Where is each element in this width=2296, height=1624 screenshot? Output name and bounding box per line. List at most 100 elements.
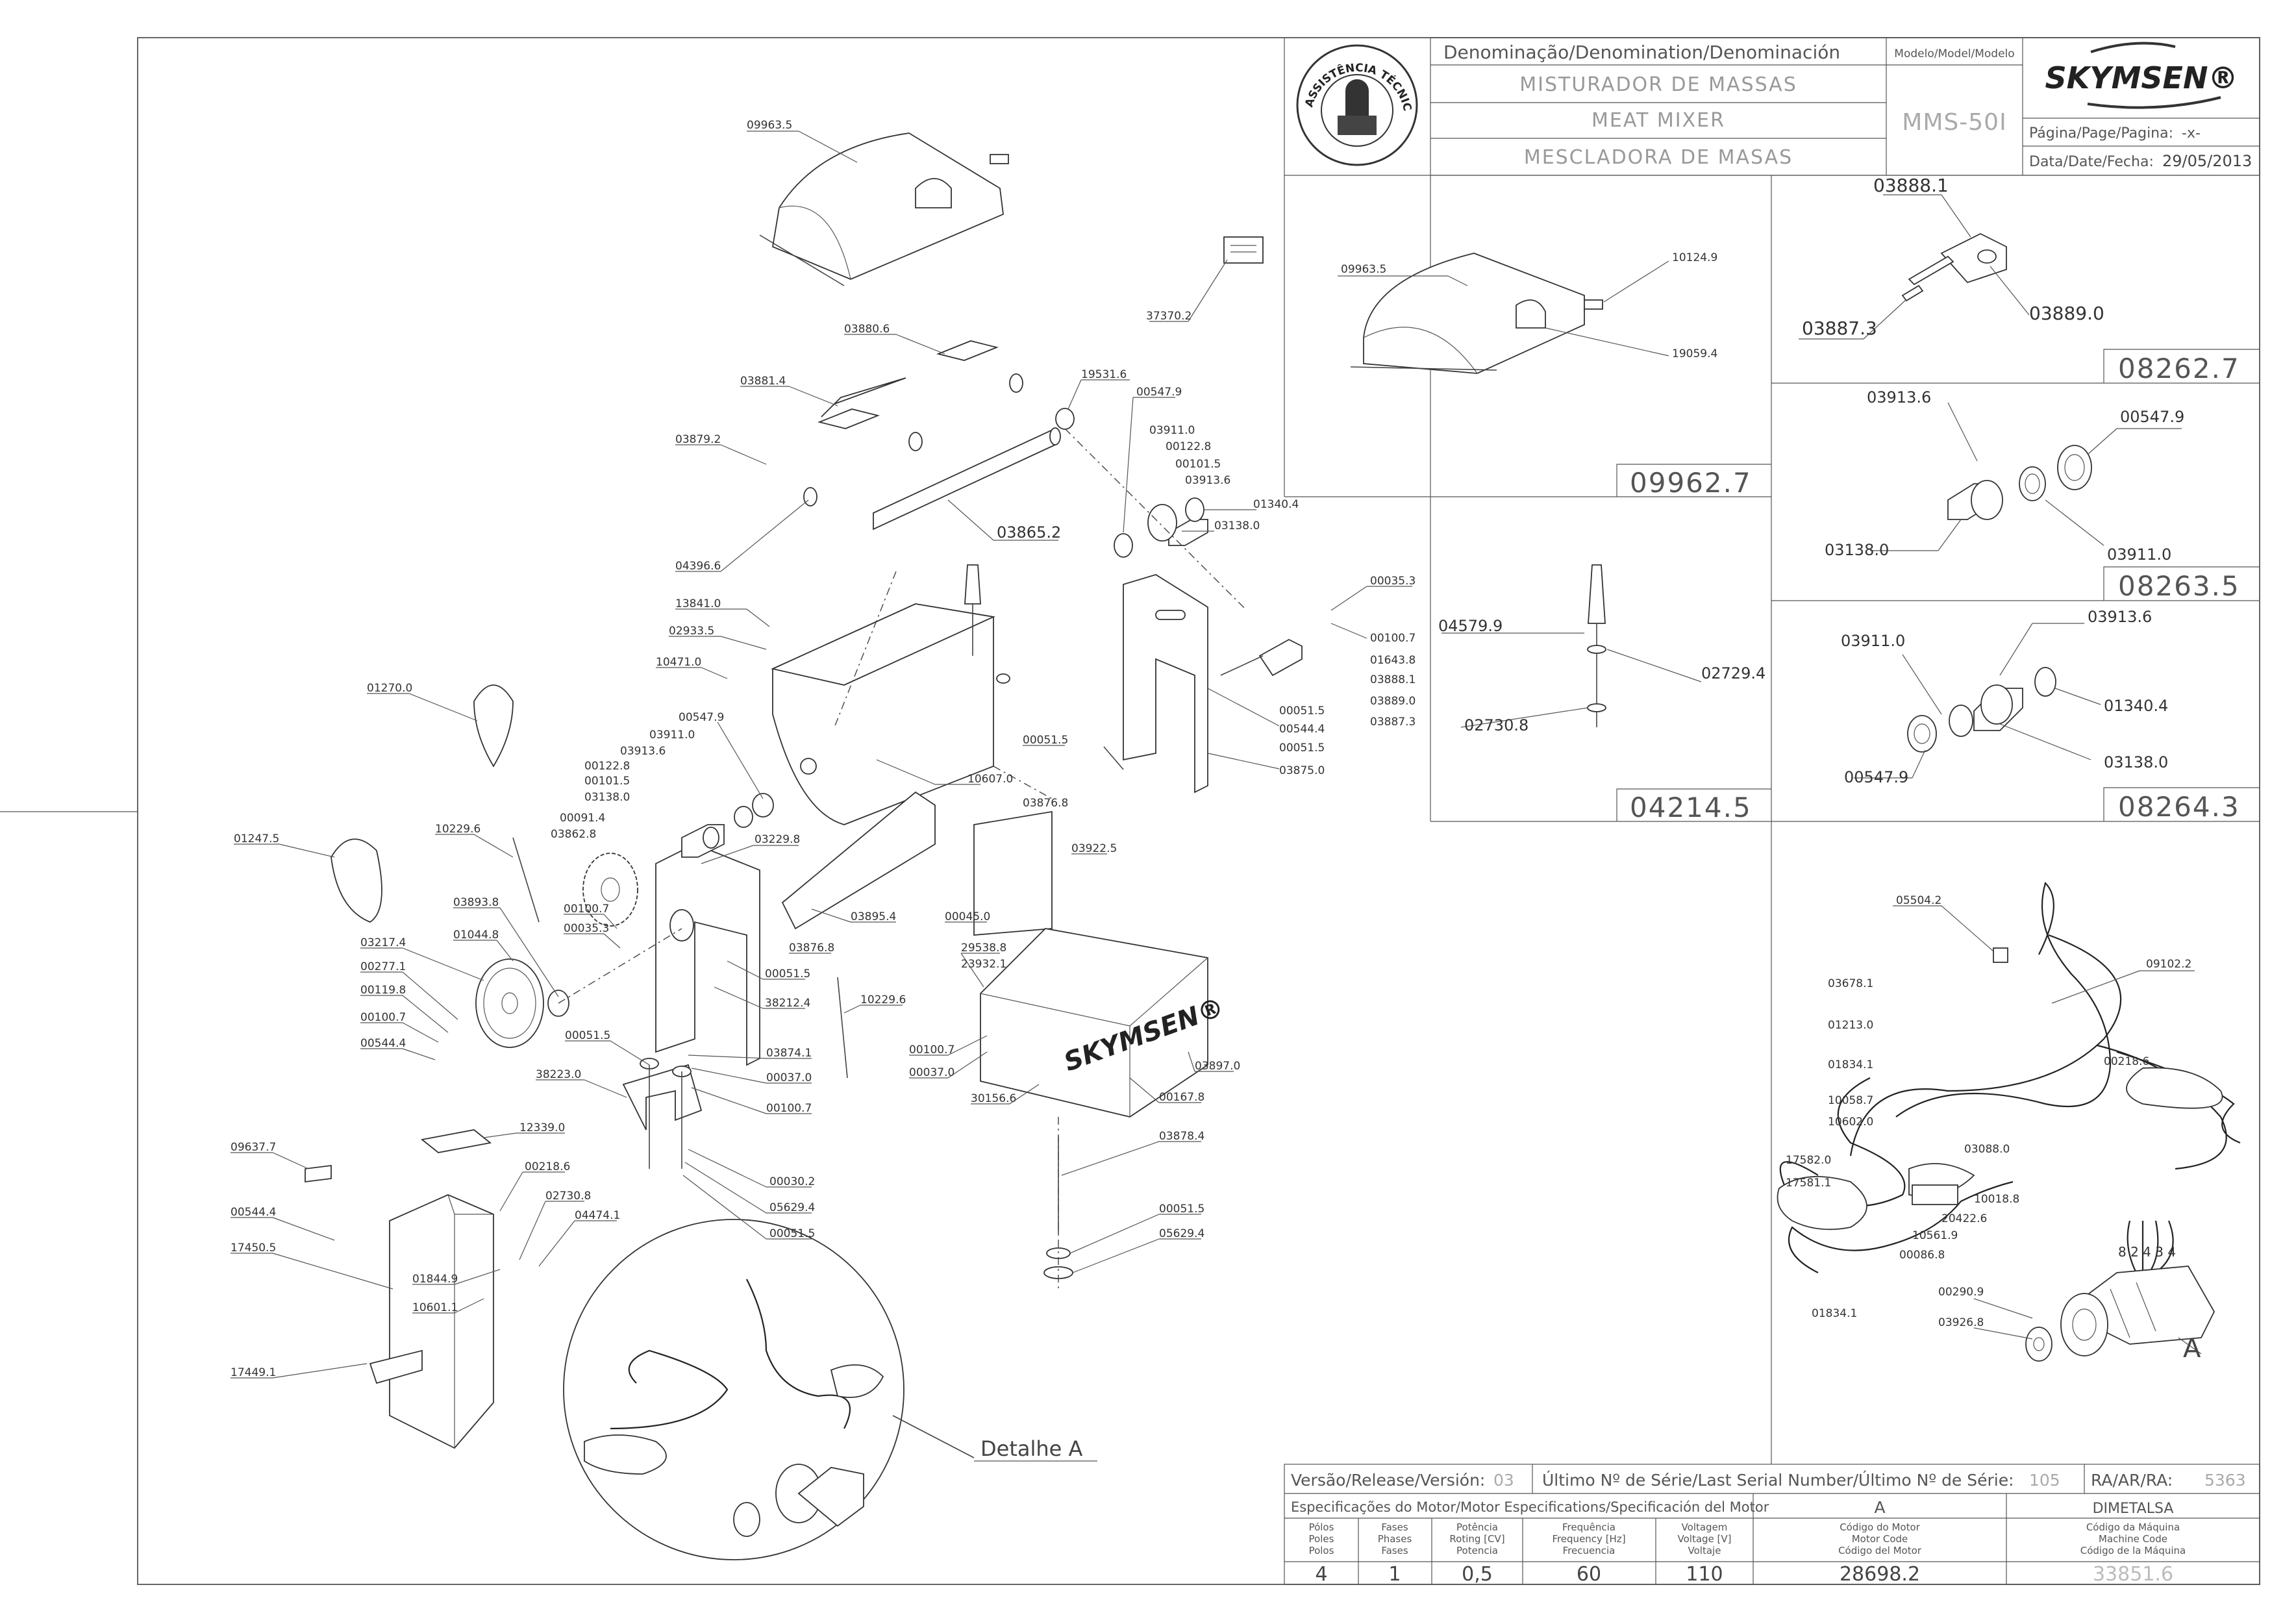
label-01643-8: 01643.8 (1370, 654, 1416, 667)
label-03881-4: 03881.4 (740, 375, 786, 388)
page-label: Página/Page/Pagina: (2029, 125, 2173, 142)
label-30156-6: 30156.6 (971, 1092, 1016, 1105)
label-03922-5: 03922.5 (1071, 842, 1117, 855)
label-w-05504-2: 05504.2 (1896, 894, 1941, 907)
label-00547-9b: 00547.9 (679, 711, 724, 724)
motor-letter: A (1874, 1498, 1885, 1517)
label-13841-0: 13841.0 (675, 597, 721, 610)
label-w-01834-1a: 01834.1 (1828, 1058, 1873, 1071)
denomination-header: Denominação/Denomination/Denominación (1443, 42, 1840, 63)
seal-text: ASSISTÊNCIA TÉCNICA AUTORIZADA (0, 0, 1414, 112)
label-00037-0b: 00037.0 (909, 1066, 955, 1079)
label-d-03138-0b: 03138.0 (2104, 753, 2168, 771)
detail-pin: 03888.1 03887.3 03889.0 08262.7 (1799, 175, 2260, 384)
col-power-pt: Potência (1456, 1521, 1498, 1533)
label-w-03926-8: 03926.8 (1938, 1316, 1984, 1329)
label-00045-0: 00045.0 (945, 910, 990, 923)
col-machine-code-es: Código de la Máquina (2080, 1545, 2186, 1556)
col-power-en: Roting [CV] (1449, 1533, 1504, 1545)
label-09963-5: 09963.5 (747, 119, 792, 132)
label-00122-8b: 00122.8 (584, 760, 630, 773)
label-00122-8a: 00122.8 (1166, 440, 1211, 453)
label-38212-4: 38212.4 (765, 997, 810, 1010)
label-w-10018-8: 10018.8 (1974, 1193, 2019, 1206)
serial-value: 105 (2029, 1471, 2060, 1490)
label-03888-1a: 03888.1 (1370, 673, 1416, 686)
label-03911-0b: 03911.0 (649, 729, 695, 742)
col-machine-code-pt: Código da Máquina (2086, 1521, 2180, 1533)
svg-text:8 2 4 3 4: 8 2 4 3 4 (2118, 1244, 2176, 1260)
label-01844-9: 01844.9 (412, 1273, 458, 1286)
label-05629-4b: 05629.4 (1159, 1227, 1204, 1240)
svg-text:ASSISTÊNCIA TÉCNICA AUTORIZADA: ASSISTÊNCIA TÉCNICA AUTORIZADA (0, 0, 1414, 112)
label-03911-0a: 03911.0 (1149, 424, 1195, 437)
label-03878-4: 03878.4 (1159, 1130, 1204, 1143)
col-phases-en: Phases (1378, 1533, 1412, 1545)
name-pt: MISTURADOR DE MASSAS (1519, 73, 1797, 96)
date-label: Data/Date/Fecha: (2029, 154, 2154, 170)
label-19531-6: 19531.6 (1081, 368, 1127, 381)
label-w-03088-0: 03088.0 (1964, 1143, 2010, 1156)
label-03887-3a: 03887.3 (1370, 716, 1416, 729)
model-header: Modelo/Model/Modelo (1894, 47, 2014, 60)
label-w-03678-1: 03678.1 (1828, 977, 1873, 990)
label-03897-0: 03897.0 (1195, 1060, 1240, 1073)
wiring-detail: 8 2 4 3 4 A 05504.2 09102.2 03678.1 0121… (1777, 881, 2241, 1364)
label-w-00290-9: 00290.9 (1938, 1286, 1984, 1299)
label-00091-4: 00091.4 (560, 812, 605, 825)
label-00035-3b: 00035.3 (564, 922, 609, 935)
label-w-10561-9: 10561.9 (1912, 1229, 1958, 1242)
detail-a-caption: Detalhe A (980, 1436, 1083, 1461)
col-phases-es: Fases (1381, 1545, 1408, 1556)
label-03875-0: 03875.0 (1279, 764, 1325, 777)
name-en: MEAT MIXER (1591, 109, 1725, 132)
label-d-02729-4: 02729.4 (1701, 664, 1766, 682)
label-09637-7: 09637.7 (231, 1141, 276, 1154)
label-d-03888-1: 03888.1 (1873, 175, 1949, 196)
val-motor-code: 28698.2 (1840, 1563, 1920, 1586)
label-03893-8: 03893.8 (453, 896, 499, 909)
version-value: 03 (1493, 1471, 1514, 1490)
col-freq-en: Frequency [Hz] (1552, 1533, 1625, 1545)
label-00051-5f: 00051.5 (1023, 734, 1068, 747)
detail-box-handle: 04214.5 (1630, 792, 1752, 823)
page-value: -x- (2182, 125, 2201, 142)
label-03217-4: 03217.4 (360, 936, 406, 949)
authorized-service-seal: ASSISTÊNCIA TÉCNICA AUTORIZADA (0, 0, 1418, 166)
label-37370-2: 37370.2 (1146, 310, 1192, 323)
detail-box-cover: 09962.7 (1630, 467, 1752, 499)
label-d-00547-9b: 00547.9 (1844, 768, 1908, 786)
label-d-03913-6a: 03913.6 (1867, 388, 1931, 406)
val-poles: 4 (1315, 1563, 1327, 1586)
label-03879-2: 03879.2 (675, 433, 721, 446)
label-10607-0: 10607.0 (967, 773, 1013, 786)
footer-table: Versão/Release/Versión: 03 Último Nº de … (1284, 1464, 2260, 1586)
label-17450-5: 17450.5 (231, 1242, 276, 1255)
label-00100-7b: 00100.7 (564, 903, 609, 916)
motor-a (2025, 1266, 2215, 1362)
label-d-10124-9: 10124.9 (1672, 251, 1717, 264)
label-02730-8a: 02730.8 (545, 1190, 591, 1203)
label-03862-8: 03862.8 (551, 828, 596, 841)
label-02933-5: 02933.5 (669, 625, 714, 638)
label-w-20422-6: 20422.6 (1941, 1212, 1987, 1225)
val-power: 0,5 (1462, 1563, 1493, 1586)
label-12339-0: 12339.0 (519, 1121, 565, 1134)
label-w-09102-2: 09102.2 (2146, 958, 2191, 971)
name-es: MESCLADORA DE MASAS (1524, 146, 1793, 169)
label-00100-7c: 00100.7 (360, 1011, 406, 1024)
label-01270-0: 01270.0 (367, 682, 412, 695)
label-w-10058-7: 10058.7 (1828, 1094, 1873, 1107)
version-label: Versão/Release/Versión: (1291, 1471, 1485, 1490)
label-17449-1: 17449.1 (231, 1366, 276, 1379)
label-w-10602-0: 10602.0 (1828, 1116, 1873, 1129)
label-00051-5a: 00051.5 (1279, 705, 1325, 718)
label-00119-8: 00119.8 (360, 984, 406, 997)
detail-box-bearing-a: 08263.5 (2118, 570, 2240, 602)
val-machine-code: 33851.6 (2093, 1563, 2173, 1586)
val-phases: 1 (1388, 1563, 1401, 1586)
detail-bearing-a: 03913.6 00547.9 03138.0 03911.0 08263.5 (1825, 388, 2260, 602)
brand-name: SKYMSEN® (2045, 60, 2238, 95)
label-00544-4b: 00544.4 (360, 1037, 406, 1050)
label-w-01213-0: 01213.0 (1828, 1019, 1873, 1032)
